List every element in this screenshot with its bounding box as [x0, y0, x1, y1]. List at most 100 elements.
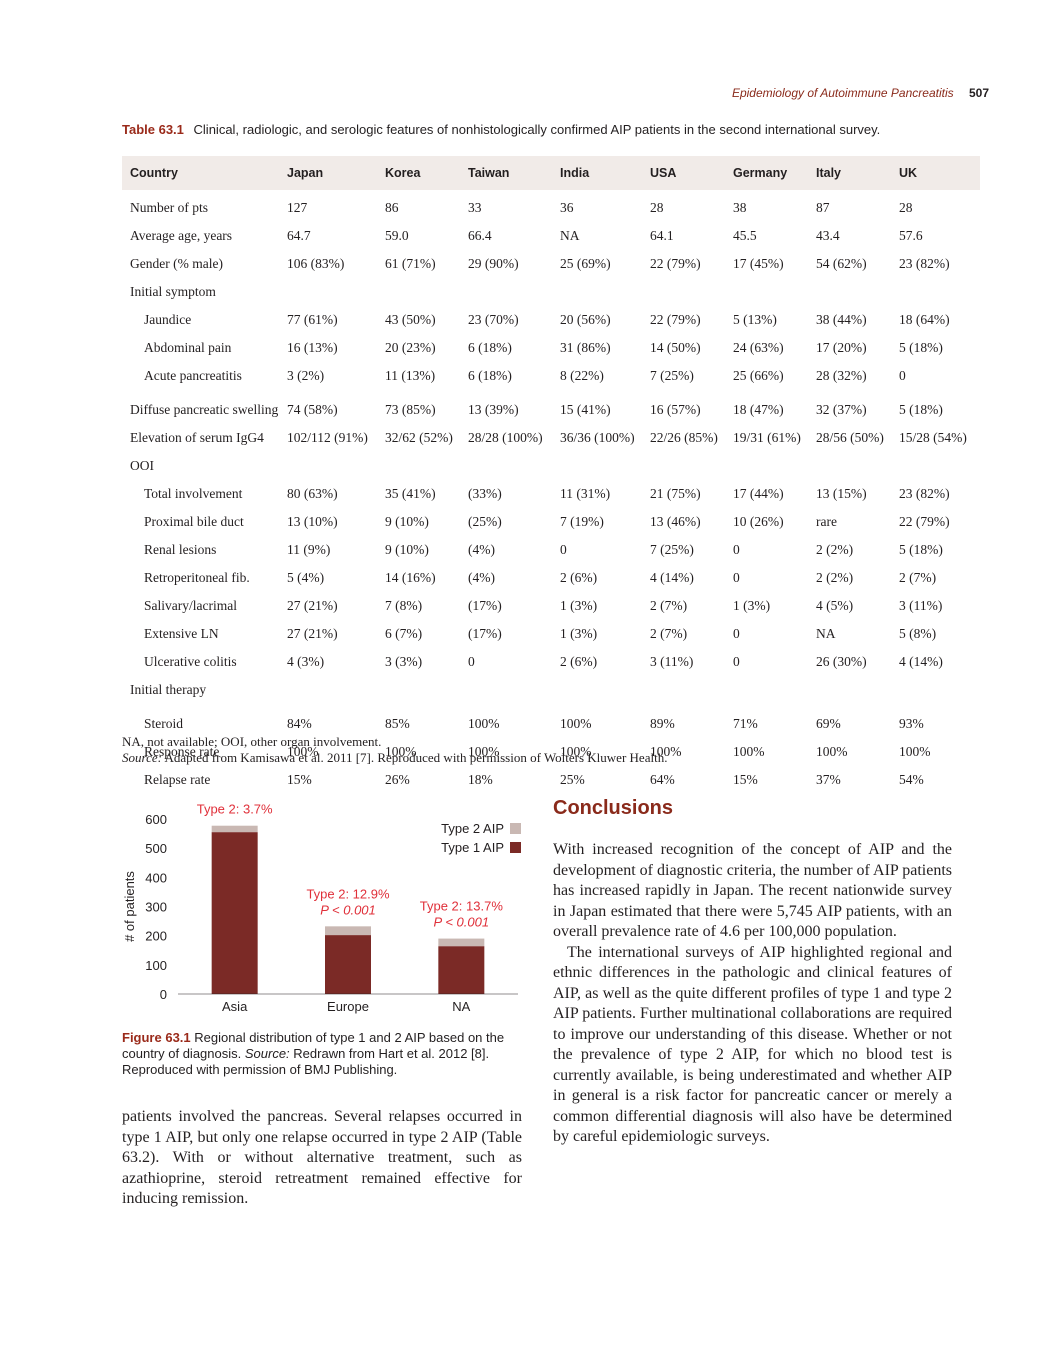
table-header-band [122, 156, 980, 190]
table-cell: 20 (23%) [385, 340, 436, 355]
table-cell: 86 [385, 200, 399, 215]
chart-annotation: P < 0.001 [434, 915, 490, 930]
table-cell [377, 280, 460, 308]
table-cell: 0 [733, 626, 740, 641]
table-cell: 5 (18%) [899, 542, 943, 557]
table-cell: 18 (47%) [733, 402, 784, 417]
row-label: Total involvement [144, 486, 243, 501]
table-cell: 13 (46%) [650, 514, 701, 529]
table-cell: 3 (11%) [899, 598, 943, 613]
table-cell [808, 454, 891, 482]
table-cell: 17 (44%) [733, 486, 784, 501]
table-cell: 18% [468, 772, 493, 787]
table-cell: (33%) [468, 486, 502, 501]
column-header: Country [130, 166, 178, 180]
table-cell: 10 (26%) [733, 514, 784, 529]
table-cell: 45.5 [733, 228, 757, 243]
table-caption-text: Clinical, radiologic, and serologic feat… [193, 122, 881, 137]
table-cell: 54 (62%) [816, 256, 867, 271]
y-tick-label: 500 [145, 841, 167, 856]
table-cell: 14 (16%) [385, 570, 436, 585]
table-cell: 89% [650, 716, 675, 731]
legend-swatch [510, 842, 521, 853]
table-cell: 100% [816, 744, 848, 759]
table-cell: 71% [733, 716, 758, 731]
bar-type1 [211, 832, 258, 994]
table-cell: 5 (8%) [899, 626, 937, 641]
running-head: Epidemiology of Autoimmune Pancreatitis … [732, 86, 989, 100]
table-cell: 35 (41%) [385, 486, 436, 501]
column-header: Japan [287, 166, 324, 180]
table-cell: 64.1 [650, 228, 674, 243]
table-cell: 100% [468, 716, 500, 731]
x-tick-label: Europe [327, 999, 369, 1014]
table-cell [552, 678, 642, 706]
table-cell: 6 (7%) [385, 626, 423, 641]
conclusions-paragraph: The international surveys of AIP highlig… [553, 943, 952, 1146]
table-cell: 7 (25%) [650, 542, 694, 557]
bar-type2 [325, 926, 371, 936]
table-cell: 100% [560, 744, 592, 759]
table-cell [725, 280, 808, 308]
table-cell: 11 (31%) [560, 486, 611, 501]
table-cell: 100% [733, 744, 765, 759]
table-cell [808, 678, 891, 706]
table-cell: 5 (4%) [287, 570, 325, 585]
table-cell: 27 (21%) [287, 598, 338, 613]
table-cell [891, 454, 976, 482]
table-cell: 37% [816, 772, 841, 787]
table-cell: 22 (79%) [650, 312, 701, 327]
table-cell: 0 [733, 654, 740, 669]
table-caption: Table 63.1 Clinical, radiologic, and ser… [122, 122, 982, 137]
table-cell: 85% [385, 716, 410, 731]
table-cell: 43.4 [816, 228, 840, 243]
table-cell: 25% [560, 772, 585, 787]
table-cell: 36 [560, 200, 574, 215]
table-row: Initial symptom [122, 280, 976, 308]
table-cell: 26 (30%) [816, 654, 867, 669]
table-cell: 57.6 [899, 228, 923, 243]
table-cell: 7 (25%) [650, 368, 694, 383]
row-label: Steroid [144, 716, 183, 731]
y-tick-label: 300 [145, 900, 167, 915]
bar-type2 [211, 825, 258, 833]
row-label: Number of pts [130, 200, 208, 215]
table-cell: 100% [385, 744, 417, 759]
table-cell [460, 678, 552, 706]
y-tick-label: 600 [145, 812, 167, 827]
table-cell: (4%) [468, 542, 495, 557]
table-cell: 2 (7%) [650, 598, 688, 613]
table-cell: 0 [468, 654, 475, 669]
table-cell: 23 (70%) [468, 312, 519, 327]
table-cell: 6 (18%) [468, 368, 512, 383]
table-cell: 15% [733, 772, 758, 787]
table-cell: 38 (44%) [816, 312, 867, 327]
column-header: Germany [733, 166, 788, 180]
row-label: Acute pancreatitis [144, 368, 242, 383]
row-label: Response rate [144, 744, 220, 759]
table-cell: (25%) [468, 514, 502, 529]
table-cell: 14 (50%) [650, 340, 701, 355]
row-label: Gender (% male) [130, 256, 223, 271]
table-cell: 74 (58%) [287, 402, 338, 417]
table-cell: 66.4 [468, 228, 492, 243]
row-label: Relapse rate [144, 772, 211, 787]
row-label: Abdominal pain [144, 340, 232, 355]
table-cell: 69% [816, 716, 841, 731]
table-cell: 127 [287, 200, 308, 215]
legend-label: Type 2 AIP [441, 821, 504, 836]
table-cell: 2 (2%) [816, 542, 854, 557]
row-label: Initial symptom [130, 284, 216, 299]
table-row: Gender (% male)106 (83%)61 (71%)29 (90%)… [122, 252, 976, 280]
